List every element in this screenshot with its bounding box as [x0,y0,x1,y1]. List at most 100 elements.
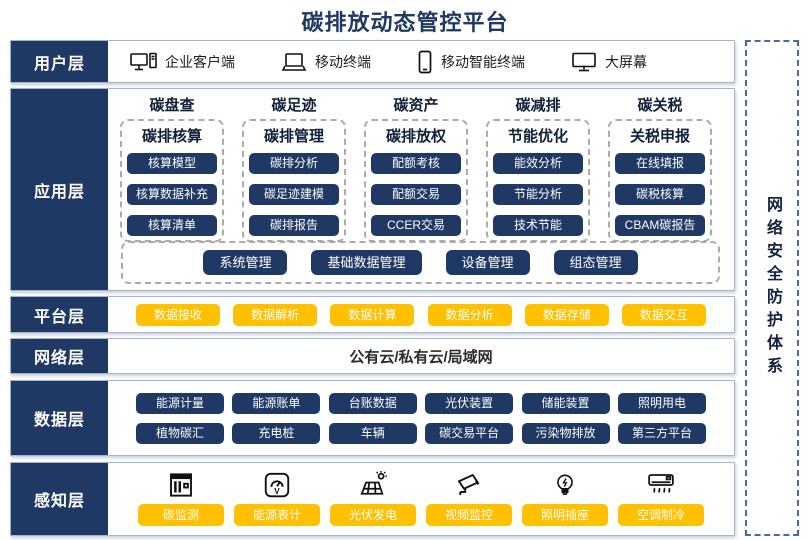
security-sidebar-label: 网络安全防护体系 [764,196,781,380]
app-module-button: 核算模型 [127,153,217,174]
layer-perception-label: 感知层 [11,463,108,535]
app-module-button: 碳排报告 [249,215,339,236]
app-module-button: 核算数据补充 [127,184,217,205]
app-module-button: 碳排分析 [249,153,339,174]
sense-label-button: 空调制冷 [618,504,704,526]
sense-label-button: 能源表计 [234,504,320,526]
data-source-button: 第三方平台 [617,422,706,444]
app-module-button: 在线填报 [615,153,705,174]
app-column-header: 碳资产 [393,97,439,114]
user-item-mobile-terminal: 移动终端 [281,51,371,73]
app-column-header: 碳足迹 [271,97,317,114]
sense-label-button: 光伏发电 [330,504,416,526]
energy-meter-icon: V [262,468,292,502]
app-column-box: 节能优化 能效分析 节能分析 技术节能 [486,119,590,242]
data-source-button: 台账数据 [328,392,417,414]
data-source-row: 植物碳汇 充电桩 车辆 碳交易平台 污染物排放 第三方平台 [136,422,706,444]
sense-item-energy-meter: V 能源表计 [234,468,320,526]
app-management-box: 系统管理 基础数据管理 设备管理 组态管理 [121,241,720,284]
layer-network-label: 网络层 [11,339,108,373]
layer-platform-content: 数据接收 数据解析 数据计算 数据分析 数据存储 数据交互 [108,297,734,332]
platform-button: 数据接收 [136,303,220,326]
solar-panel-icon [357,468,389,502]
app-column-box: 碳排放权 配额考核 配额交易 CCER交易 [364,119,468,242]
platform-button: 数据分析 [427,303,512,326]
data-source-button: 能源账单 [232,392,321,414]
layer-user-content: 企业客户端 移动终端 移动智能终端 [108,41,734,82]
layer-platform: 平台层 数据接收 数据解析 数据计算 数据分析 数据存储 数据交互 [10,296,735,333]
app-column-subheader: 碳排核算 [141,128,202,145]
carbon-monitor-icon [166,468,196,502]
sense-label-button: 碳监测 [138,504,224,526]
platform-button: 数据存储 [524,303,609,326]
app-module-button: 配额考核 [371,153,461,174]
app-column-subheader: 碳排管理 [263,128,324,145]
layer-application: 应用层 碳盘查 碳排核算 核算模型 核算数据补充 核算清单 碳足迹 碳排管理 碳… [10,88,735,291]
app-module-button: 核算清单 [127,215,217,236]
security-sidebar: 网络安全防护体系 [745,40,799,536]
app-module-button: 技术节能 [493,215,583,236]
user-item-enterprise-client: 企业客户端 [130,51,235,73]
layer-perception-content: 碳监测 V 能源表计 [108,463,734,535]
sense-item-solar: 光伏发电 [330,468,416,526]
app-column-carbon-footprint: 碳足迹 碳排管理 碳排分析 碳足迹建模 碳排报告 [242,94,346,242]
layer-user-label: 用户层 [11,41,108,82]
layer-application-label: 应用层 [11,89,108,290]
sense-item-air-conditioner: 空调制冷 [618,468,704,526]
data-source-button: 污染物排放 [521,422,610,444]
layer-platform-label: 平台层 [11,297,108,332]
data-source-button: 植物碳汇 [136,422,224,444]
platform-button: 数据解析 [233,303,318,326]
app-column-subheader: 关税申报 [629,128,690,145]
app-column-box: 碳排管理 碳排分析 碳足迹建模 碳排报告 [242,119,346,242]
data-source-button: 照明用电 [617,392,706,414]
app-column-carbon-inventory: 碳盘查 碳排核算 核算模型 核算数据补充 核算清单 [120,94,224,242]
layer-data-content: 能源计量 能源账单 台账数据 光伏装置 储能装置 照明用电 植物碳汇 充电桩 车… [108,381,734,455]
laptop-icon [281,51,307,73]
app-column-box: 关税申报 在线填报 碳税核算 CBAM碳报告 [608,119,712,242]
sense-label-button: 视频监控 [426,504,512,526]
layer-data-label: 数据层 [11,381,108,455]
smartphone-icon [417,50,433,74]
data-source-button: 碳交易平台 [425,422,514,444]
air-conditioner-icon [645,468,677,502]
network-cloud-text: 公有云/私有云/局域网 [349,348,493,366]
user-item-smart-terminal: 移动智能终端 [417,50,525,74]
app-column-carbon-tariff: 碳关税 关税申报 在线填报 碳税核算 CBAM碳报告 [608,94,712,242]
management-button: 组态管理 [553,250,638,275]
data-source-button: 车辆 [328,422,417,444]
platform-button: 数据交互 [621,303,706,326]
management-button: 基础数据管理 [311,250,422,275]
management-button: 系统管理 [203,250,288,275]
desktop-pc-icon [130,51,157,73]
sense-label-button: 照明插座 [522,504,608,526]
layer-network: 网络层 公有云/私有云/局域网 [10,338,735,374]
user-item-label: 企业客户端 [165,53,235,70]
app-column-header: 碳盘查 [149,97,195,114]
app-module-button: CCER交易 [371,215,461,236]
cctv-camera-icon [453,468,485,502]
page-title: 碳排放动态管控平台 [301,10,509,35]
app-module-button: 配额交易 [371,184,461,205]
user-item-label: 大屏幕 [605,53,647,70]
app-module-button: 能效分析 [493,153,583,174]
light-bulb-icon [552,468,578,502]
app-module-button: 碳足迹建模 [249,184,339,205]
management-button: 设备管理 [445,250,530,275]
user-item-big-screen: 大屏幕 [571,51,647,73]
sense-item-lighting: 照明插座 [522,468,608,526]
data-source-row: 能源计量 能源账单 台账数据 光伏装置 储能装置 照明用电 [136,392,706,414]
platform-button: 数据计算 [330,303,415,326]
app-column-subheader: 节能优化 [507,128,568,145]
layer-application-content: 碳盘查 碳排核算 核算模型 核算数据补充 核算清单 碳足迹 碳排管理 碳排分析 … [108,89,734,290]
user-item-label: 移动终端 [315,53,371,70]
app-module-button: 节能分析 [493,184,583,205]
app-module-button: CBAM碳报告 [615,215,705,236]
data-source-button: 能源计量 [136,392,224,414]
user-item-label: 移动智能终端 [441,53,525,70]
app-column-subheader: 碳排放权 [385,128,446,145]
app-column-box: 碳排核算 核算模型 核算数据补充 核算清单 [120,119,224,242]
app-module-button: 碳税核算 [615,184,705,205]
app-column-carbon-assets: 碳资产 碳排放权 配额考核 配额交易 CCER交易 [364,94,468,242]
